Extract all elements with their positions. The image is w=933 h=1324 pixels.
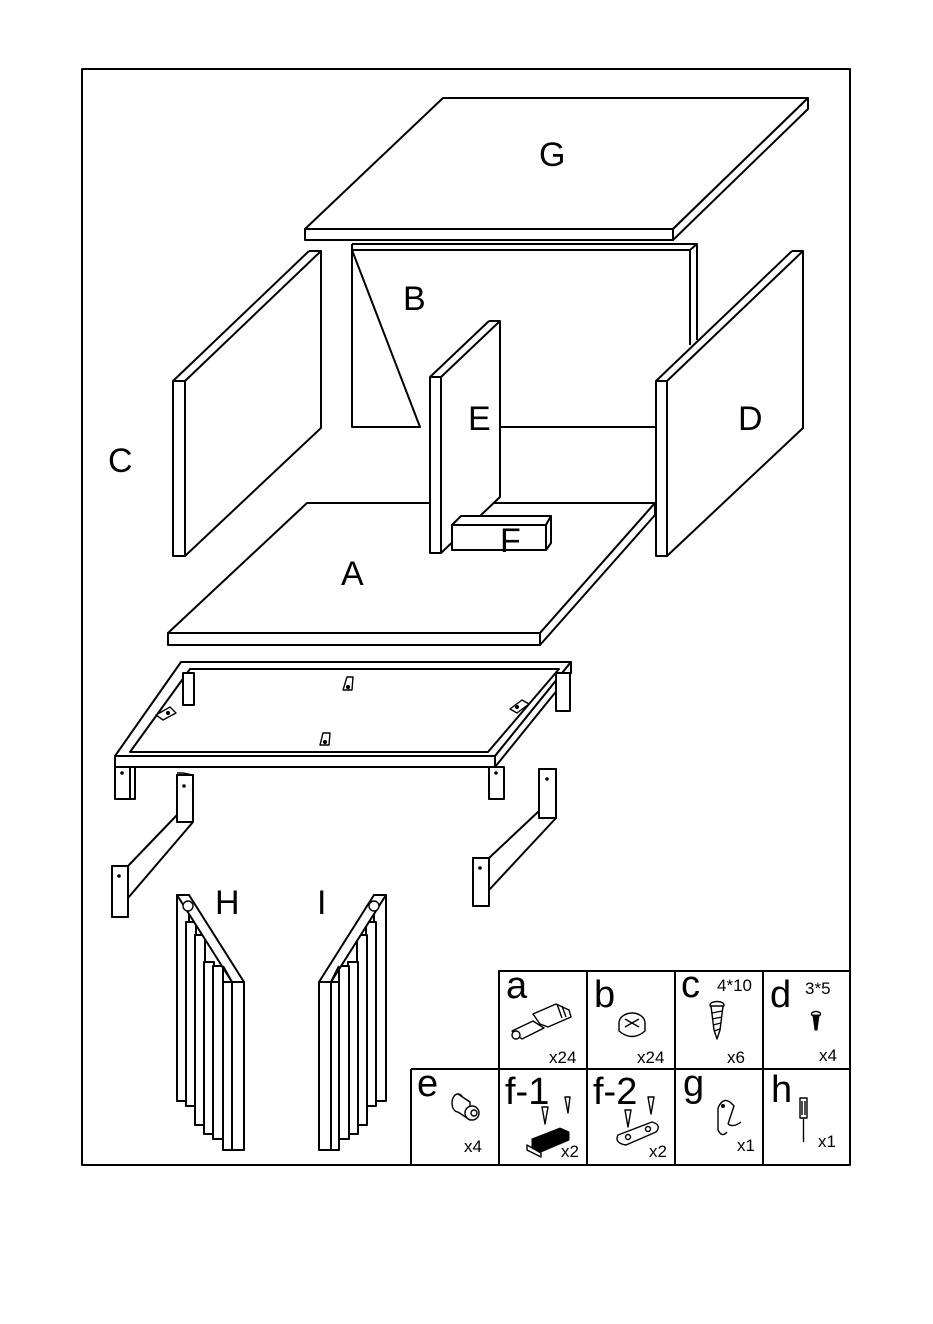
cam-lock-icon [619,1013,645,1037]
panel-i [319,895,386,1150]
hardware-qty-h: x1 [818,1132,836,1151]
hardware-cell-c: c 4*10 x6 [681,964,752,1067]
panel-b [352,244,697,427]
hardware-letter-e: e [417,1063,438,1105]
panel-h [177,895,244,1150]
cam-bolt-icon [512,1004,571,1039]
hardware-letter-b: b [594,974,615,1016]
panel-label-i: I [317,884,326,922]
panel-label-e: E [468,400,491,438]
panel-label-a: A [341,555,364,593]
hardware-letter-c: c [681,964,700,1006]
hardware-qty-f2: x2 [649,1142,667,1161]
hardware-letter-a: a [506,965,528,1007]
hardware-size-d: 3*5 [805,979,831,998]
hardware-cell-f1: f-1 x2 [505,1071,579,1161]
hardware-cell-b: b x24 [594,974,664,1067]
hardware-cell-h: h x1 [771,1069,836,1151]
panel-label-h: H [215,884,240,922]
panel-label-c: C [108,442,133,480]
hardware-cell-f2: f-2 x2 [593,1071,667,1161]
panel-label-f: F [500,522,521,560]
hardware-qty-c: x6 [727,1048,745,1067]
small-screw-icon [812,1012,821,1031]
hardware-cell-a: a x24 [506,965,576,1067]
hardware-letter-g: g [683,1063,704,1105]
panel-label-d: D [738,400,763,438]
hardware-qty-d: x4 [819,1046,837,1065]
screwdriver-icon [800,1098,807,1142]
hardware-qty-e: x4 [464,1137,482,1156]
hardware-qty-f1: x2 [561,1142,579,1161]
hook-icon [718,1100,741,1134]
dowel-knob-icon [452,1094,479,1120]
hardware-size-c: 4*10 [717,976,752,995]
panel-label-g: G [539,136,565,174]
hardware-qty-g: x1 [737,1136,755,1155]
panel-d [656,251,803,556]
panel-a [168,503,655,645]
wood-screw-icon [710,1002,724,1040]
hardware-cell-d: d 3*5 x4 [770,974,837,1065]
hardware-letter-h: h [771,1069,792,1111]
hardware-qty-a: x24 [549,1048,576,1067]
leg-bracket-right [473,769,556,906]
hardware-qty-b: x24 [637,1048,664,1067]
panel-label-b: B [403,280,426,318]
hardware-cell-g: g x1 [683,1063,755,1155]
hardware-cell-e: e x4 [417,1063,482,1156]
hardware-letter-d: d [770,974,791,1016]
hardware-letter-f2: f-2 [593,1071,637,1113]
